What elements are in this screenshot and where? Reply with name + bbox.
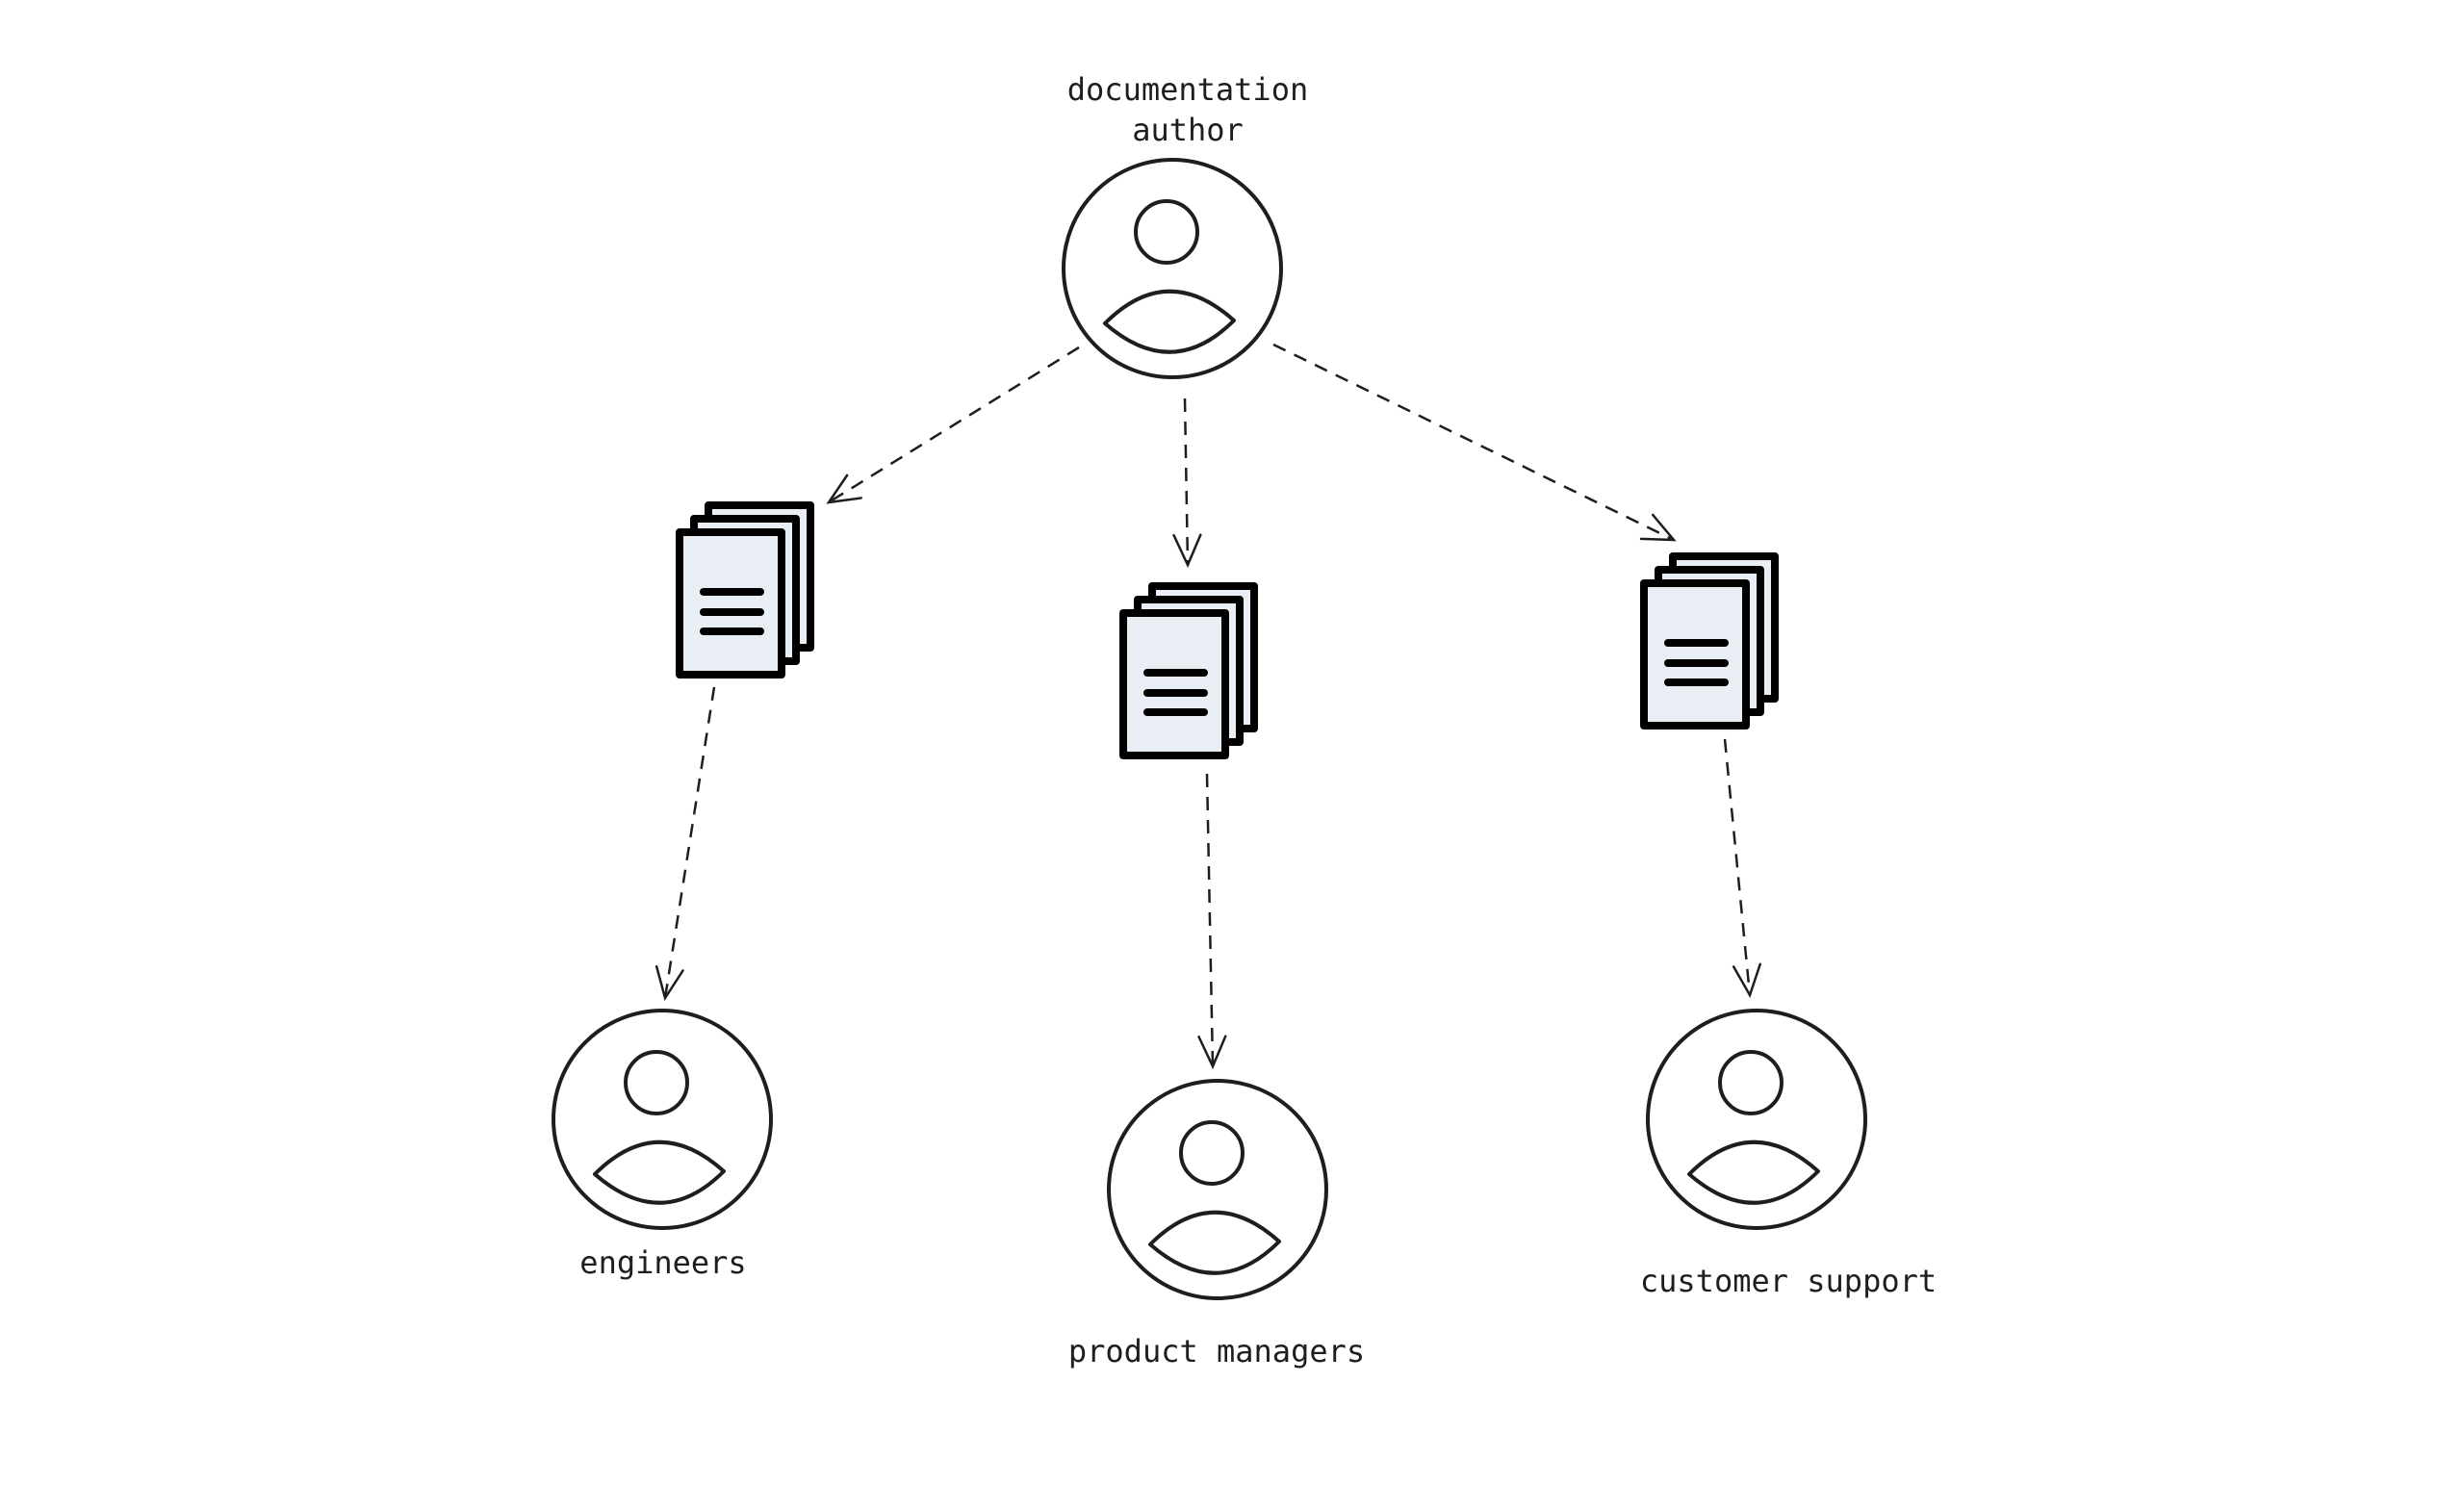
edges (654, 343, 1762, 1070)
person-circle (1107, 1079, 1328, 1300)
arrow-author-to-doc-product-managers (1172, 397, 1202, 569)
user-icon (593, 1050, 726, 1205)
arrowhead-icon (1639, 513, 1677, 542)
arrowhead-icon (826, 474, 862, 504)
arrow-doc-customer-support-to-customer_support (1723, 738, 1762, 999)
customer-support-label: customer support (1640, 1263, 1937, 1299)
person-author (1062, 158, 1283, 379)
user-icon (1148, 1120, 1281, 1275)
user-icon (1103, 199, 1236, 354)
arrowhead-icon (1172, 533, 1202, 569)
arrowhead-icon (654, 964, 684, 1002)
dashed-connector (828, 346, 1080, 504)
person-circle (552, 1009, 773, 1230)
engineers-label: engineers (579, 1244, 746, 1281)
person-circle (1646, 1009, 1867, 1230)
author-label-line-1: documentation (1067, 71, 1308, 108)
product-managers-label: product managers (1068, 1333, 1365, 1370)
document-page (1119, 609, 1229, 759)
dashed-connector (1723, 738, 1752, 996)
arrow-author-to-doc-engineers (826, 346, 1080, 504)
person-product-managers (1107, 1079, 1328, 1300)
people (552, 158, 1867, 1300)
document-stack-icon (1640, 552, 1779, 730)
arrow-doc-engineers-to-engineers (654, 686, 716, 1002)
document-page (676, 528, 785, 678)
document-stack-icon (676, 501, 814, 678)
arrow-doc-product-managers-to-product_managers (1197, 773, 1227, 1070)
dashed-connector (1272, 343, 1675, 542)
dashed-connector (1205, 773, 1215, 1067)
document-page (1640, 579, 1750, 730)
person-circle (1062, 158, 1283, 379)
arrowhead-icon (1197, 1035, 1227, 1070)
dashed-connector (1183, 397, 1190, 566)
documents (676, 501, 1779, 759)
dashed-connector (663, 686, 716, 999)
arrow-author-to-doc-customer-support (1272, 343, 1677, 542)
person-customer-support (1646, 1009, 1867, 1230)
document-stack-icon (1119, 582, 1258, 759)
author-label-line-2: author (1132, 112, 1244, 148)
person-engineers (552, 1009, 773, 1230)
user-icon (1687, 1050, 1820, 1205)
arrowhead-icon (1732, 962, 1762, 999)
